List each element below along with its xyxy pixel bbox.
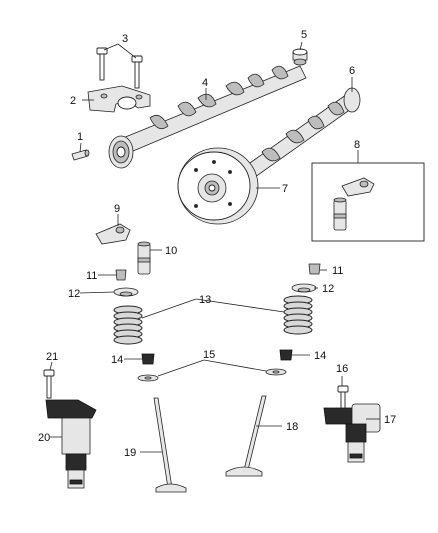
solenoid-bolt-right [337,385,349,413]
callout-12-left: 12 [68,288,80,300]
oil-control-solenoid-left [45,399,97,489]
inset-box [311,162,425,242]
callout-11-left: 11 [86,270,97,282]
callout-14-right: 14 [314,350,326,362]
callout-11-right: 11 [332,265,343,277]
intake-valve [153,397,187,493]
leader-lines [49,41,380,453]
valve-stem-seals [141,349,293,365]
valve-keepers [115,263,321,281]
callout-12-right: 12 [322,283,334,295]
callout-2: 2 [70,95,76,107]
callout-7: 7 [282,183,288,195]
exhaust-valve [225,395,267,477]
callout-1: 1 [77,131,83,143]
callout-17: 17 [384,414,396,426]
callout-5: 5 [301,29,307,41]
callout-13: 13 [199,294,211,306]
dowel-pin [71,149,90,161]
callout-19: 19 [124,447,136,459]
callout-21: 21 [46,351,58,363]
upper-camshaft [108,65,307,169]
callout-8: 8 [354,139,360,151]
callout-14-left: 14 [111,354,123,366]
solenoid-bolt-left [43,369,55,399]
oil-control-solenoid-right [323,403,381,463]
callout-15: 15 [203,349,215,361]
spring-seats [137,368,287,382]
spring-retainers [113,283,317,297]
bearing-cap [87,85,151,113]
callout-20: 20 [38,432,50,444]
plug [292,48,308,66]
callout-6: 6 [349,65,355,77]
rocker-arm [95,223,131,245]
callout-labels: 1 2 3 4 5 6 7 8 9 10 11 11 12 12 13 14 1… [38,29,396,459]
callout-9: 9 [114,203,120,215]
valve-springs [113,295,313,345]
cam-phaser [177,147,259,225]
lash-adjuster [137,241,151,275]
callout-10: 10 [165,245,177,257]
lower-camshaft [239,87,361,183]
callout-16: 16 [336,363,348,375]
callout-4: 4 [202,77,208,89]
callout-18: 18 [286,421,298,433]
bolts [96,47,143,89]
callout-3: 3 [122,33,128,45]
